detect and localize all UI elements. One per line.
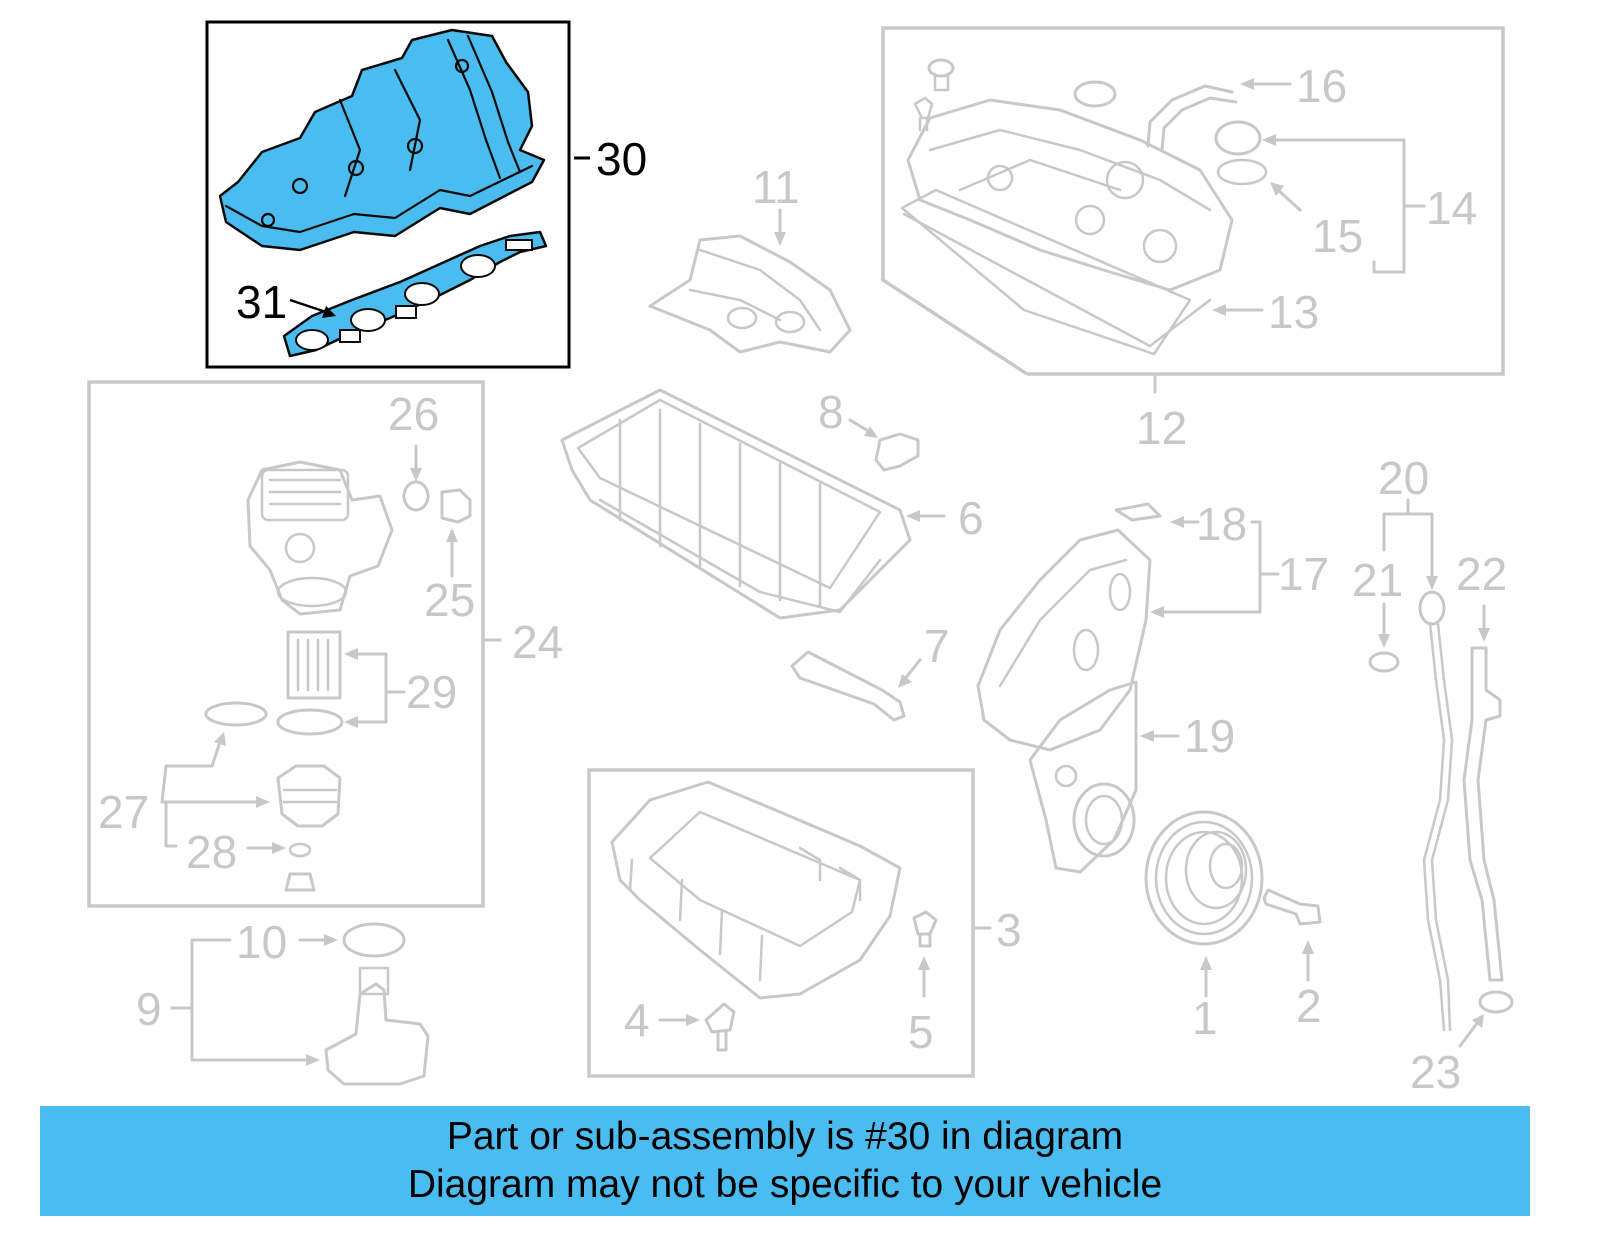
dipstick-part-20[interactable]: [1382, 498, 1454, 1032]
callout-3[interactable]: 3: [996, 904, 1022, 956]
oil-pan-box: [587, 768, 992, 1078]
callout-11[interactable]: 11: [752, 161, 800, 213]
callout-6[interactable]: 6: [958, 492, 984, 544]
valve-cover-gasket-part-13[interactable]: [902, 212, 1212, 348]
valve-cover-box: [881, 26, 1505, 394]
callout-2[interactable]: 2: [1296, 980, 1322, 1032]
callout-28[interactable]: 28: [186, 826, 237, 878]
bolt-part-5[interactable]: [912, 910, 938, 998]
drain-plug-part-4[interactable]: [658, 1002, 736, 1052]
pulley-part-1[interactable]: [1144, 810, 1264, 998]
oil-pan-lower-part-3[interactable]: [610, 780, 902, 1000]
oil-filter-element-part-29[interactable]: [204, 630, 406, 736]
plug-part-25[interactable]: [440, 488, 472, 578]
callout-18[interactable]: 18: [1196, 498, 1247, 550]
intake-flange-part-11[interactable]: [648, 208, 852, 354]
info-banner: Part or sub-assembly is #30 in diagram D…: [40, 1106, 1530, 1216]
oil-filter-box: [87, 380, 502, 908]
pulley-bolt-part-2[interactable]: [1262, 888, 1322, 982]
banner-line-part-number: Part or sub-assembly is #30 in diagram: [446, 1115, 1124, 1158]
seal-part-26[interactable]: [402, 444, 430, 512]
callout-10[interactable]: 10: [236, 916, 287, 968]
callout-24[interactable]: 24: [512, 616, 563, 668]
cover-seal-part-18[interactable]: [1114, 502, 1200, 528]
intake-manifold-part-30[interactable]: [218, 28, 546, 252]
callout-13[interactable]: 13: [1268, 286, 1319, 338]
callout-5[interactable]: 5: [908, 1006, 934, 1058]
callout-19[interactable]: 19: [1184, 710, 1235, 762]
callout-22[interactable]: 22: [1456, 548, 1507, 600]
callout-20[interactable]: 20: [1378, 452, 1429, 504]
leader-31: [289, 298, 336, 318]
oil-level-sensor-part-9[interactable]: [170, 938, 430, 1086]
manifold-gasket-part-31[interactable]: [282, 230, 548, 358]
callout-12[interactable]: 12: [1136, 402, 1187, 454]
callout-23[interactable]: 23: [1410, 1046, 1461, 1098]
callout-4[interactable]: 4: [624, 994, 650, 1046]
banner-line-disclaimer: Diagram may not be specific to your vehi…: [407, 1163, 1163, 1206]
callout-26[interactable]: 26: [388, 388, 439, 440]
timing-cover-part-17[interactable]: [976, 520, 1280, 752]
callout-14[interactable]: 14: [1426, 182, 1477, 234]
highlight-box: [205, 20, 571, 369]
oring-part-10[interactable]: [298, 922, 406, 958]
callout-27[interactable]: 27: [98, 786, 149, 838]
valve-cover-part-12[interactable]: [900, 98, 1234, 356]
callout-25[interactable]: 25: [424, 574, 475, 626]
lower-cover-part-19[interactable]: [1028, 680, 1180, 874]
dipstick-tube-part-22[interactable]: [1462, 604, 1504, 982]
oil-cap-part-14[interactable]: [1214, 120, 1268, 186]
callout-16[interactable]: 16: [1296, 60, 1347, 112]
sealant-tube-part-7[interactable]: [790, 650, 922, 722]
callout-29[interactable]: 29: [406, 666, 457, 718]
oil-pan-upper-part-6[interactable]: [560, 388, 946, 620]
callout-17[interactable]: 17: [1278, 548, 1329, 600]
callout-1[interactable]: 1: [1192, 992, 1218, 1044]
callout-21[interactable]: 21: [1352, 554, 1403, 606]
leaders-12-16: [1212, 78, 1426, 316]
valve-cover-plugs: [913, 58, 1117, 132]
callout-8[interactable]: 8: [818, 386, 844, 438]
oil-filter-cap-part-27[interactable]: [160, 732, 342, 848]
oil-sensor-part-8[interactable]: [848, 418, 920, 472]
callout-15[interactable]: 15: [1312, 210, 1363, 262]
callout-9[interactable]: 9: [136, 983, 162, 1035]
callout-31[interactable]: 31: [236, 276, 287, 328]
callout-30[interactable]: 30: [596, 133, 647, 185]
seal-part-23[interactable]: [1458, 990, 1514, 1048]
oil-drain-plug-part-28[interactable]: [246, 842, 316, 892]
breather-hose-part-16[interactable]: [1146, 84, 1238, 152]
oil-filter-housing-part-24[interactable]: [246, 460, 394, 616]
callout-7[interactable]: 7: [924, 620, 950, 672]
washer-part-21[interactable]: [1368, 602, 1400, 673]
